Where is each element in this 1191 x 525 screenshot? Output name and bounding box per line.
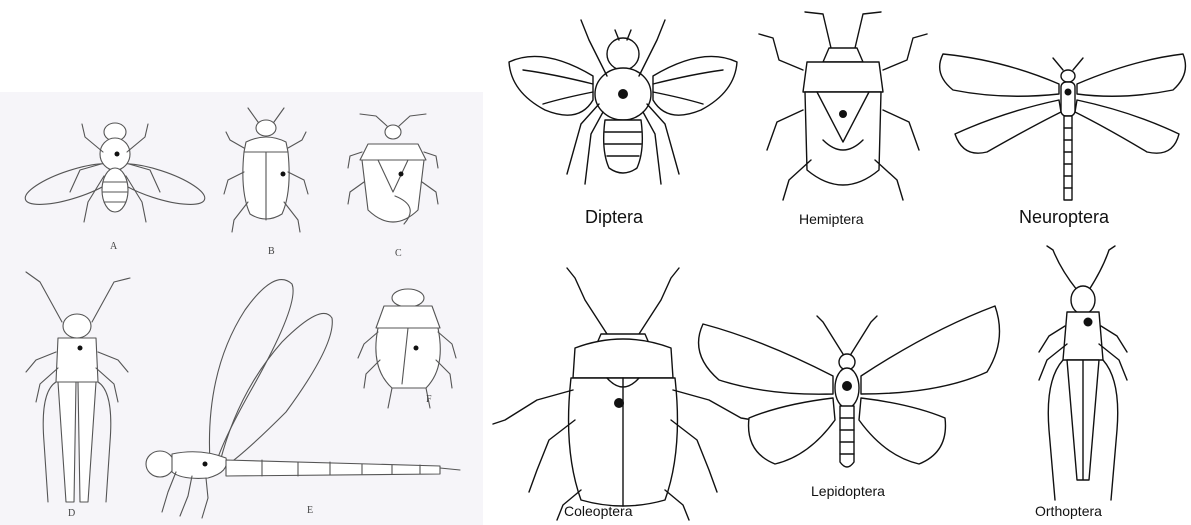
insect-a-fly bbox=[21, 123, 209, 222]
insect-coleoptera-beetle bbox=[493, 268, 753, 520]
insect-b-beetle bbox=[224, 108, 308, 232]
label-orthoptera: Orthoptera bbox=[1035, 503, 1102, 519]
label-c: C bbox=[395, 248, 402, 259]
left-diagram-panel: A B C D bbox=[0, 92, 483, 525]
insect-d-grasshopper bbox=[26, 272, 130, 502]
insect-c-bug bbox=[348, 114, 438, 224]
label-neuroptera: Neuroptera bbox=[1019, 207, 1110, 227]
insect-lepidoptera-butterfly bbox=[699, 306, 1000, 467]
label-f: F bbox=[426, 394, 432, 405]
label-diptera: Diptera bbox=[585, 207, 644, 227]
left-diagram-svg: A B C D bbox=[0, 92, 483, 525]
insect-orthoptera-grasshopper bbox=[1039, 246, 1127, 500]
label-b: B bbox=[268, 246, 275, 257]
label-d: D bbox=[68, 508, 75, 519]
label-lepidoptera: Lepidoptera bbox=[811, 483, 885, 499]
label-e: E bbox=[307, 505, 313, 516]
insect-hemiptera-bug bbox=[759, 12, 927, 200]
label-a: A bbox=[110, 241, 118, 252]
right-diagram-panel: Diptera Hemiptera Neuroptera bbox=[483, 0, 1191, 525]
insect-neuroptera-lacewing bbox=[940, 54, 1186, 200]
insect-f-bug bbox=[358, 289, 456, 408]
label-hemiptera: Hemiptera bbox=[799, 211, 864, 227]
right-diagram-svg: Diptera Hemiptera Neuroptera bbox=[483, 0, 1191, 525]
label-coleoptera: Coleoptera bbox=[564, 503, 633, 519]
insect-diptera-fly bbox=[509, 20, 737, 184]
